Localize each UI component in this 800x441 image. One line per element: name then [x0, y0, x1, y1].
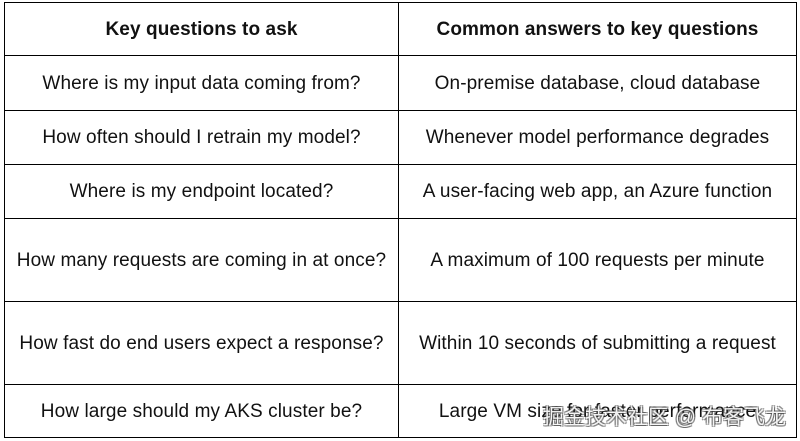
table-row: How often should I retrain my model? Whe… [4, 110, 797, 165]
questions-table: Key questions to ask Common answers to k… [4, 2, 797, 438]
table-header-row: Key questions to ask Common answers to k… [4, 2, 797, 56]
question-cell: Where is my input data coming from? [4, 55, 399, 111]
table-row: How many requests are coming in at once?… [4, 218, 797, 302]
table-row: How large should my AKS cluster be? Larg… [4, 384, 797, 438]
header-key-questions: Key questions to ask [4, 2, 399, 56]
header-common-answers: Common answers to key questions [398, 2, 797, 56]
answer-cell: A user-facing web app, an Azure function [398, 164, 797, 219]
table-row: Where is my endpoint located? A user-fac… [4, 164, 797, 219]
question-cell: How large should my AKS cluster be? [4, 384, 399, 438]
answer-cell: A maximum of 100 requests per minute [398, 218, 797, 302]
answer-cell: On-premise database, cloud database [398, 55, 797, 111]
question-cell: How often should I retrain my model? [4, 110, 399, 165]
question-cell: Where is my endpoint located? [4, 164, 399, 219]
answer-cell: Whenever model performance degrades [398, 110, 797, 165]
answer-cell: Within 10 seconds of submitting a reques… [398, 301, 797, 385]
table-row: Where is my input data coming from? On-p… [4, 55, 797, 111]
table-row: How fast do end users expect a response?… [4, 301, 797, 385]
questions-table-container: Key questions to ask Common answers to k… [4, 2, 797, 438]
answer-cell: Large VM size for faster performance [398, 384, 797, 438]
question-cell: How many requests are coming in at once? [4, 218, 399, 302]
question-cell: How fast do end users expect a response? [4, 301, 399, 385]
